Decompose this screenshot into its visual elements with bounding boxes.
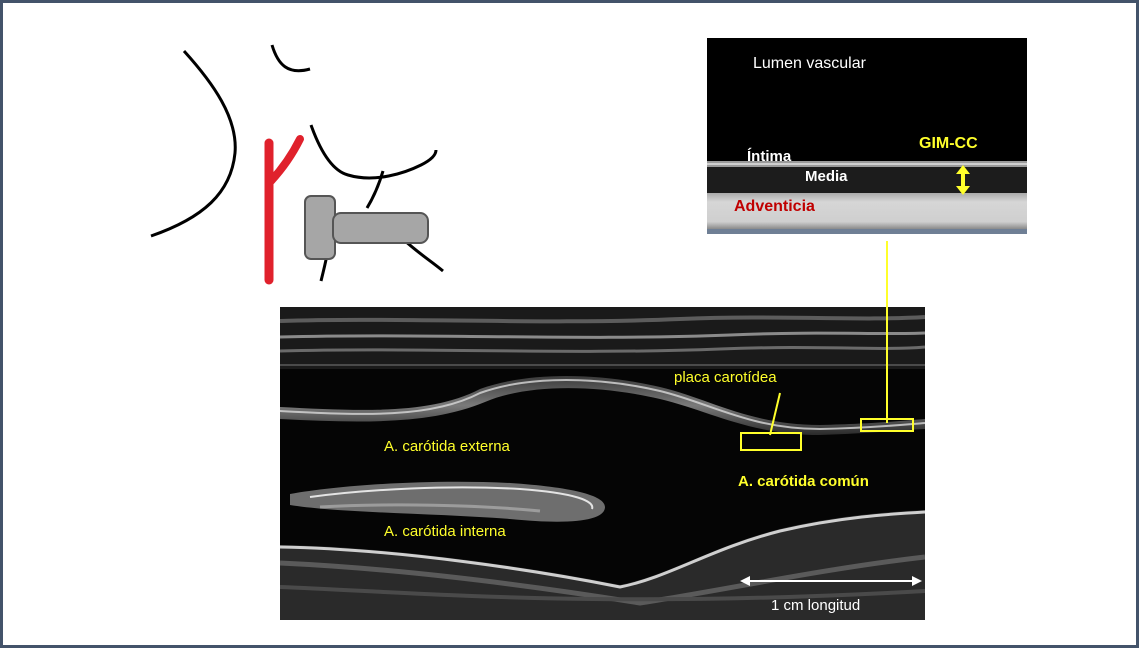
gim-label: GIM-CC — [919, 136, 978, 152]
common-carotid-label: A. carótida común — [738, 474, 869, 489]
lumen-label: Lumen vascular — [753, 56, 866, 72]
media-label: Media — [805, 169, 848, 184]
adventicia-label: Adventicia — [734, 199, 815, 215]
scale-label: 1 cm longitud — [771, 598, 860, 613]
plaque-label: placa carotídea — [674, 370, 777, 385]
wall-layers-inset: Lumen vascular Íntima Media Adventicia G… — [707, 38, 1027, 234]
external-carotid-label: A. carótida externa — [384, 439, 510, 454]
ultrasound-image: A. carótida externa A. carótida interna … — [280, 307, 925, 620]
neck-probe-sketch-icon — [143, 41, 463, 291]
scale-bar — [740, 576, 922, 586]
internal-carotid-label: A. carótida interna — [384, 524, 506, 539]
intima-label: Íntima — [747, 149, 791, 164]
